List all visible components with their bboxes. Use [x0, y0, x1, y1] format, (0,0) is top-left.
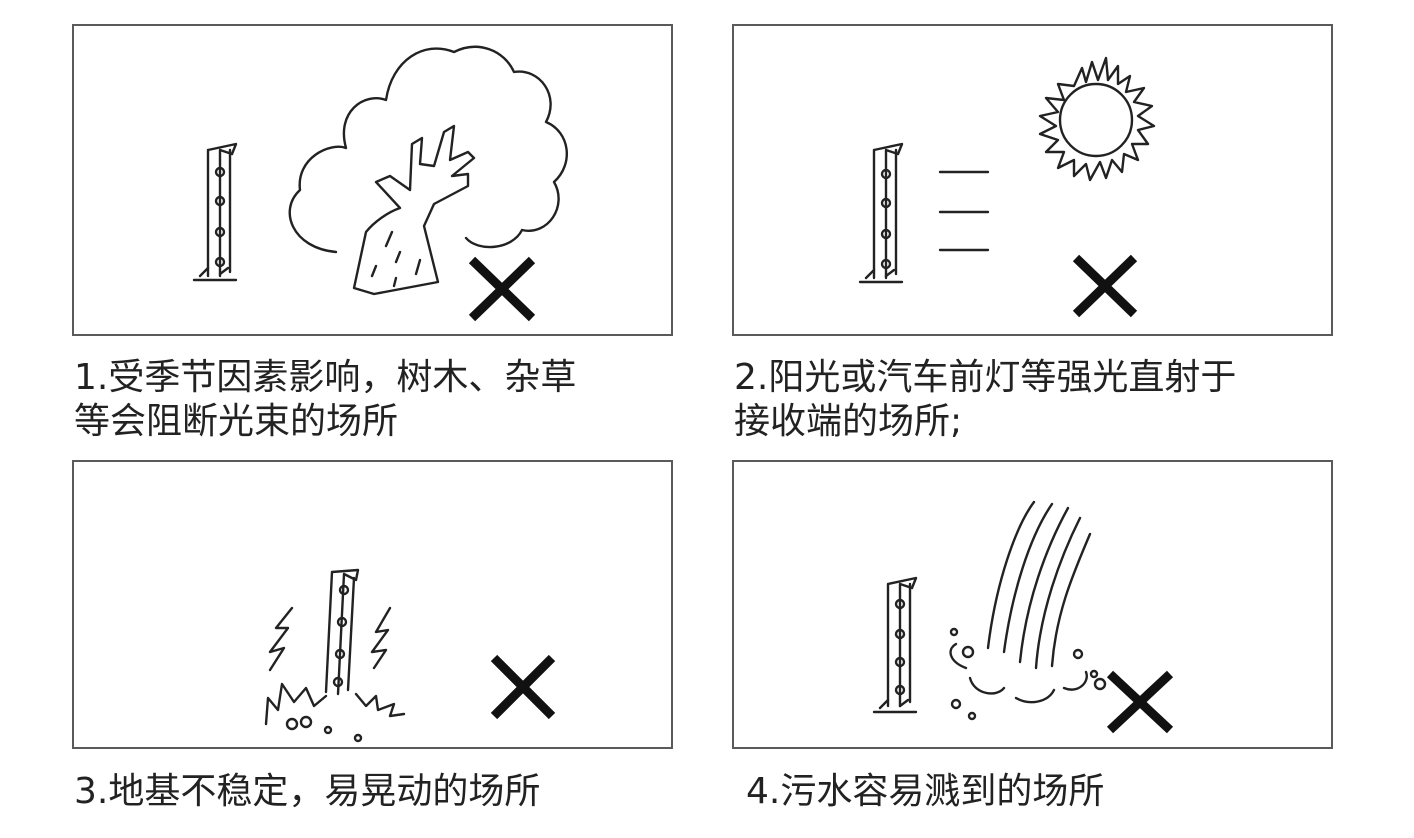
- tree-icon: [288, 45, 568, 296]
- cross-mark-icon: [490, 654, 556, 720]
- caption-2-line-1: 2.阳光或汽车前灯等强光直射于: [734, 357, 1237, 398]
- infrared-beam-post-icon: [324, 568, 360, 696]
- panel-unstable-ground: [72, 460, 673, 749]
- caption-4: 4.污水容易溅到的场所: [746, 770, 1346, 814]
- cross-mark-icon: [468, 256, 536, 322]
- caption-2: 2.阳光或汽车前灯等强光直射于 接收端的场所;: [734, 356, 1334, 444]
- caption-3: 3.地基不稳定，易晃动的场所: [74, 770, 674, 814]
- light-ray-lines: [938, 170, 990, 252]
- panel-water-splash: [732, 460, 1333, 749]
- infrared-beam-post-icon: [192, 142, 238, 282]
- caption-2-line-2: 接收端的场所;: [734, 401, 963, 442]
- sun-icon: [1038, 56, 1156, 182]
- caption-1-line-2: 等会阻断光束的场所: [74, 401, 399, 442]
- infrared-beam-post-icon: [872, 576, 918, 714]
- caption-1: 1.受季节因素影响，树木、杂草 等会阻断光束的场所: [74, 356, 674, 444]
- panel-tree-obstruction: [72, 24, 673, 336]
- cross-mark-icon: [1072, 254, 1138, 318]
- cross-mark-icon: [1106, 670, 1174, 734]
- caption-4-line-1: 4.污水容易溅到的场所: [746, 771, 1105, 812]
- caption-1-line-1: 1.受季节因素影响，树木、杂草: [74, 357, 577, 398]
- caption-3-line-1: 3.地基不稳定，易晃动的场所: [74, 771, 541, 812]
- vibration-icon: [268, 606, 392, 672]
- water-splash-icon: [949, 500, 1107, 721]
- cracked-ground: [264, 682, 406, 743]
- infrared-beam-post-icon: [858, 142, 904, 284]
- panel-strong-light: [732, 24, 1333, 336]
